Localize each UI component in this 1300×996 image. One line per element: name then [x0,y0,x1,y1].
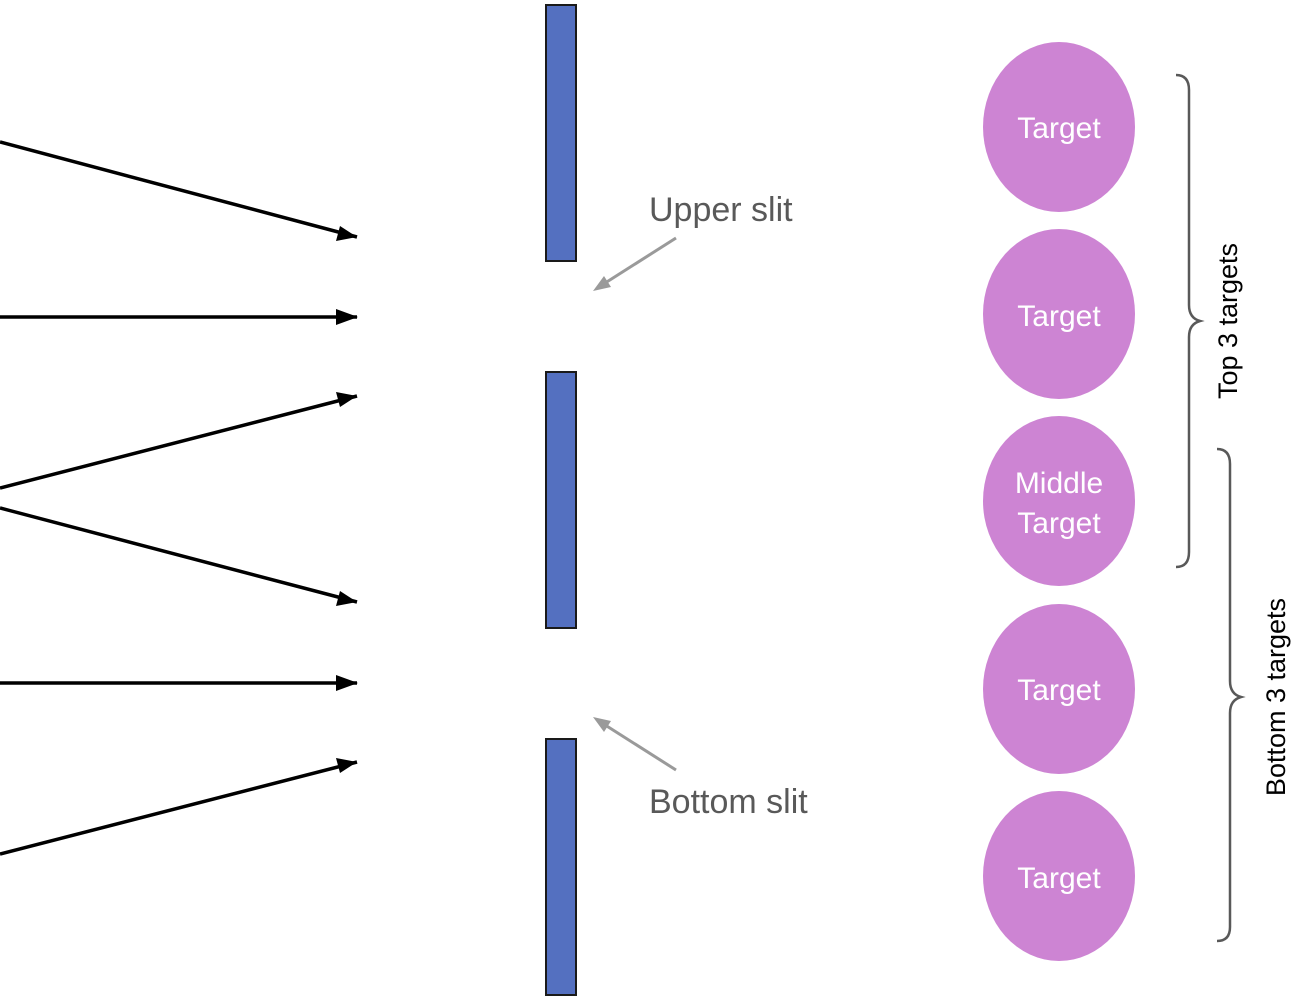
target-label-line-2: Target [1017,507,1101,540]
target-4: Target [983,604,1135,774]
top-targets-label: Top 3 targets [1213,243,1243,399]
arrowhead-icon [336,226,357,241]
target-1: Target [983,42,1135,212]
target-label-line-1: Middle [1015,467,1103,500]
middle-target: Middle Target [983,416,1135,586]
arrow-right-icon [0,394,358,490]
arrow-right-icon [0,760,358,856]
arrowhead-icon [336,591,357,606]
barrier [545,4,577,996]
bottom-slit-label: Bottom slit [649,783,808,821]
bottom-targets-label: Bottom 3 targets [1261,598,1291,796]
arrowhead-icon [336,309,358,325]
target-circle [983,416,1135,586]
arrowhead-icon [336,675,358,691]
target-5: Target [983,791,1135,961]
arrow-right-icon [0,140,358,239]
upper-slit-label: Upper slit [649,191,793,229]
top-targets-group: Top 3 targets [1175,73,1243,569]
target-label: Target [1017,862,1101,895]
curly-brace-icon [1216,447,1246,943]
pointer-arrow-icon [601,721,677,772]
target-circle [983,42,1135,212]
target-label: Target [1017,300,1101,333]
arrowhead-icon [593,717,611,732]
targets: Target Target Middle Target Target Targe… [983,42,1135,961]
target-2: Target [983,229,1135,399]
arrow-right-icon [0,506,358,604]
barrier-bottom-segment [545,738,577,996]
target-circle [983,791,1135,961]
bottom-slit-callout: Bottom slit [593,717,808,821]
bottom-targets-group: Bottom 3 targets [1216,447,1291,943]
barrier-top-segment [545,4,577,262]
target-label: Target [1017,112,1101,145]
target-label: Target [1017,674,1101,707]
barrier-middle-segment [545,371,577,629]
incoming-arrows [0,140,358,856]
curly-brace-icon [1175,73,1205,569]
upper-slit-callout: Upper slit [593,191,793,291]
target-circle [983,604,1135,774]
arrowhead-icon [593,276,611,291]
target-circle [983,229,1135,399]
arrowhead-icon [336,392,357,407]
arrowhead-icon [336,758,357,773]
pointer-arrow-icon [601,236,677,287]
